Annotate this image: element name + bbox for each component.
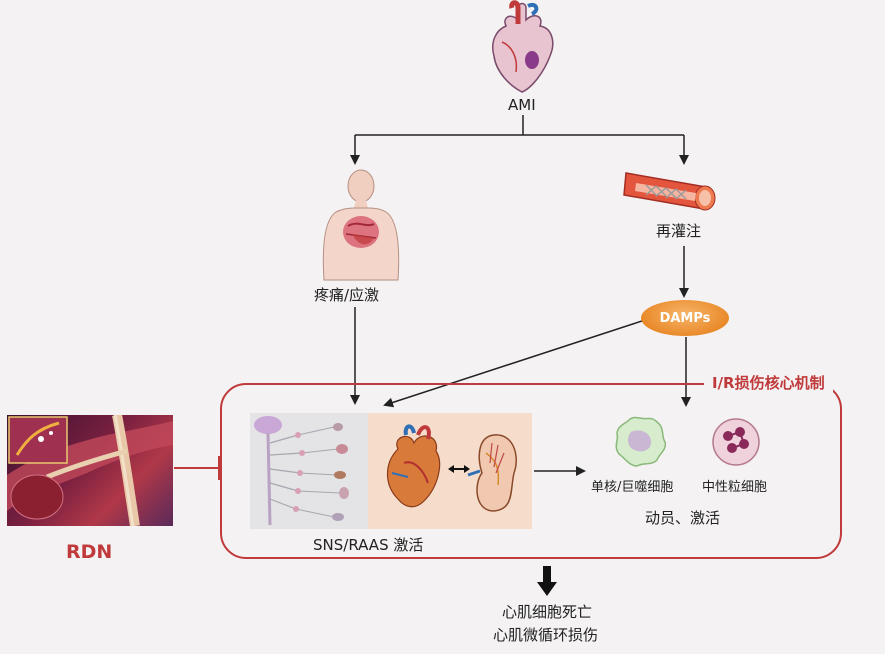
sns-raas-panel bbox=[250, 413, 532, 529]
neutrophil-label: 中性粒细胞 bbox=[702, 480, 768, 495]
reperfusion-label: 再灌注 bbox=[656, 222, 702, 240]
outcome-line-1: 心肌细胞死亡 bbox=[502, 603, 593, 621]
rdn-label: RDN bbox=[66, 541, 113, 563]
monocyte-label: 单核/巨噬细胞 bbox=[591, 480, 674, 495]
renal-denervation-illustration bbox=[7, 415, 173, 526]
heart-illustration bbox=[492, 0, 554, 93]
nervous-system-illustration bbox=[254, 416, 349, 526]
arrow-damps-panel bbox=[383, 319, 646, 408]
heart-kidney-illustration bbox=[386, 424, 517, 512]
blood-vessel-illustration bbox=[623, 172, 716, 211]
damps-ellipse: DAMPs bbox=[641, 300, 729, 336]
neutrophil-cell-illustration bbox=[712, 418, 760, 466]
sns-raas-label: SNS/RAAS 激活 bbox=[313, 536, 424, 554]
core-mechanism-box bbox=[220, 383, 842, 559]
mobilize-label: 动员、激活 bbox=[645, 509, 721, 527]
damps-label: DAMPs bbox=[659, 310, 711, 326]
human-torso-illustration bbox=[322, 169, 400, 281]
outcome-arrow-head bbox=[537, 582, 557, 596]
heart-kidney-panel bbox=[368, 413, 532, 529]
monocyte-cell-illustration bbox=[615, 416, 667, 467]
outcome-arrow-shaft bbox=[543, 566, 551, 584]
pain-label: 疼痛/应激 bbox=[314, 286, 380, 304]
core-mechanism-title: I/R损伤核心机制 bbox=[704, 372, 833, 393]
nervous-system-panel bbox=[250, 413, 368, 529]
renal-denervation-image bbox=[7, 415, 173, 526]
outcome-line-2: 心肌微循环损伤 bbox=[493, 626, 599, 644]
ami-label: AMI bbox=[508, 96, 536, 114]
